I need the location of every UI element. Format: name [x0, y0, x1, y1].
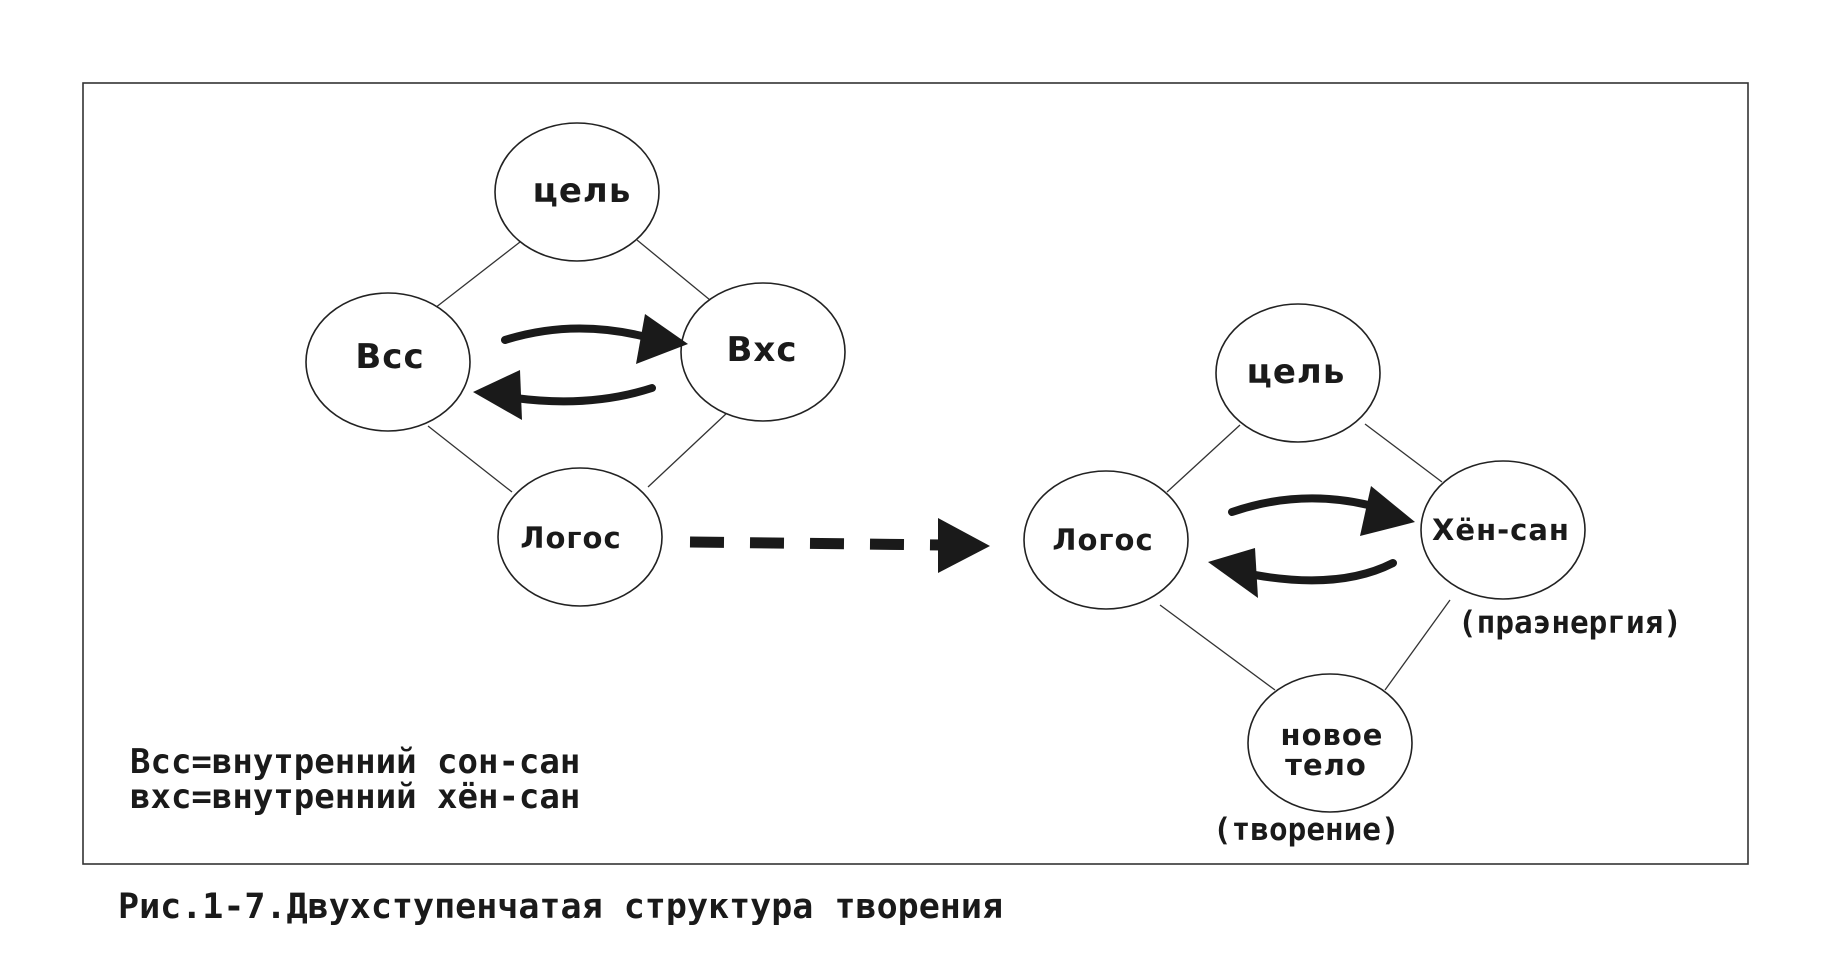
- note-praenergy: (праэнергия): [1458, 605, 1682, 641]
- node-left-top: [494, 122, 660, 262]
- node-left-left: [305, 292, 471, 432]
- link-left-top-to-left: [434, 241, 521, 309]
- cycle-arrow-left-forward: [501, 324, 654, 344]
- link-right-top-to-right: [1364, 423, 1443, 483]
- transition-arrow-dashes: [689, 536, 946, 551]
- node-right-top: [1215, 303, 1381, 443]
- cycle-arrow-left-back-head: [473, 370, 522, 420]
- cycle-arrow-left-back: [511, 384, 656, 406]
- link-right-right-to-bottom: [1384, 599, 1451, 691]
- link-right-left-to-bottom: [1159, 604, 1276, 691]
- legend-line-1: Всс=внутренний сон-сан: [130, 742, 580, 782]
- node-right-bottom-label-line2: тело: [1285, 748, 1367, 782]
- legend-line-2: вхс=внутренний хён-сан: [130, 777, 580, 817]
- node-left-bottom: [497, 467, 663, 607]
- link-left-left-to-bottom: [427, 425, 513, 493]
- node-right-left-label: Логос: [1052, 523, 1153, 557]
- node-right-right-label: Хён-сан: [1432, 513, 1570, 547]
- cycle-arrow-left-forward-head: [636, 314, 688, 364]
- node-left-left-label: Всс: [355, 337, 424, 377]
- cycle-arrow-right-forward: [1228, 494, 1384, 516]
- transition-arrow-head: [938, 518, 990, 573]
- cycle-arrow-right-forward-head: [1360, 486, 1415, 536]
- link-left-top-to-right: [636, 239, 711, 301]
- node-right-top-label: цель: [1247, 352, 1346, 392]
- transition-arrow: [689, 518, 990, 573]
- node-left-bottom-label: Логос: [520, 521, 621, 555]
- right-diagram: цель Логос Хён-сан новое тело (праэнерги…: [1023, 303, 1682, 848]
- node-right-right: [1420, 460, 1586, 600]
- link-left-right-to-bottom: [647, 411, 729, 488]
- node-left-right-label: Вхс: [727, 330, 798, 370]
- diagram-frame: [82, 82, 1749, 865]
- cycle-arrow-right-back-head: [1208, 548, 1258, 598]
- link-right-top-to-left: [1166, 424, 1241, 493]
- figure-caption: Рис.1-7.Двухступенчатая структура творен…: [118, 887, 1003, 927]
- node-left-top-label: цель: [533, 171, 632, 211]
- cycle-arrow-right-back: [1251, 559, 1397, 585]
- node-right-bottom-label-line1: новое: [1281, 718, 1384, 752]
- note-creation: (творение): [1213, 812, 1400, 848]
- node-right-bottom: [1247, 673, 1413, 813]
- node-right-left: [1023, 470, 1189, 610]
- node-left-right: [680, 282, 846, 422]
- legend: Всс=внутренний сон-сан вхс=внутренний хё…: [130, 742, 580, 817]
- left-diagram: цель Всс Вхс Логос: [305, 122, 846, 607]
